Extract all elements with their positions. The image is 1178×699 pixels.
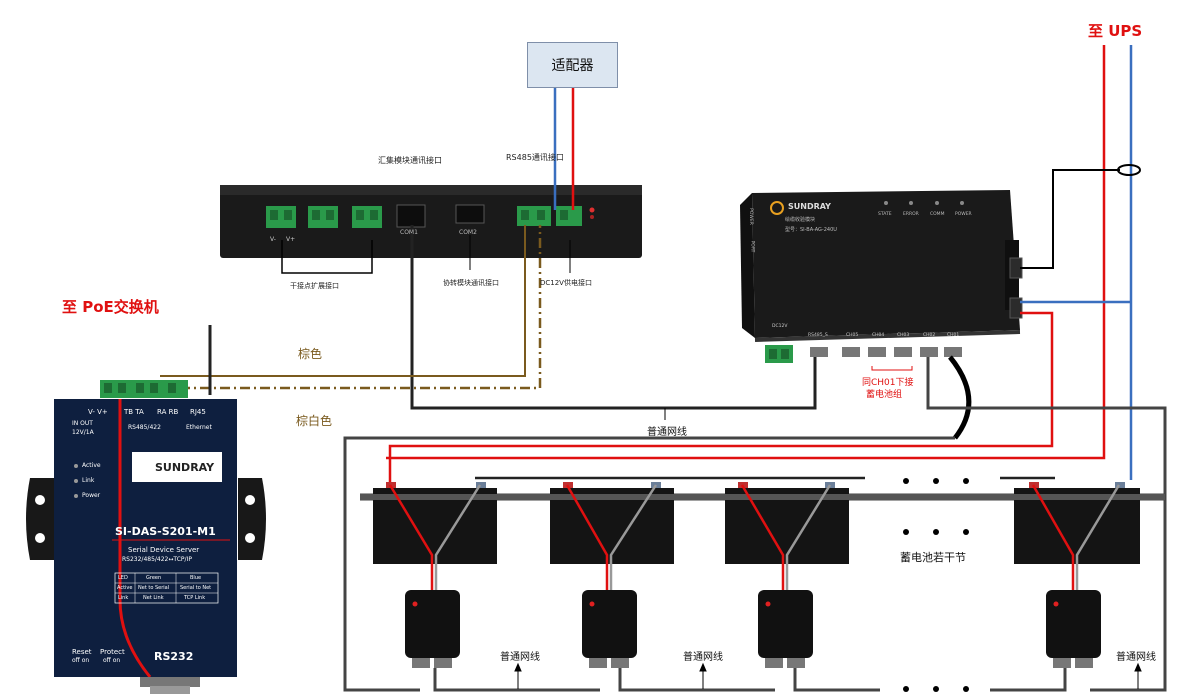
to-ups-label: 至 UPS — [1088, 22, 1143, 40]
led-error: ERROR — [903, 212, 919, 217]
server-sub-1: IN OUT — [72, 420, 93, 427]
server-led-active: Active — [82, 462, 101, 469]
module-model: 型号：SI-BA-AG-240U — [785, 227, 837, 233]
battery-group — [360, 482, 1165, 564]
sundray-module — [740, 190, 1023, 363]
server-led-power: Power — [82, 492, 101, 499]
server-led-link: Link — [82, 477, 95, 484]
serial-device-server — [26, 380, 266, 694]
server-table-r0c1: Green — [146, 575, 162, 581]
server-table-r2c2: TCP Link — [184, 595, 206, 601]
to-poe-label: 至 PoE交换机 — [62, 298, 159, 316]
ch-note-line2: 蓄电池组 — [866, 390, 903, 400]
network-cable-label-3: 普通网线 — [1116, 652, 1156, 663]
rs485-port-label: RS485通讯接口 — [506, 153, 564, 162]
dc12v-terminal — [556, 206, 582, 226]
port-ch03: CH03 — [897, 333, 910, 338]
com2-label: COM2 — [459, 229, 477, 236]
server-top-4: RJ45 — [190, 408, 206, 416]
server-top-1: V- V+ — [88, 408, 108, 416]
server-sub-3: RS485/422 — [128, 424, 161, 431]
port-ch04: CH04 — [872, 333, 885, 338]
adapter-box: 适配器 — [527, 42, 618, 88]
server-table-r1c2: Serial to Net — [180, 585, 212, 591]
server-model: SI-DAS-S201-M1 — [115, 525, 216, 538]
wire-brown-white-label: 棕白色 — [296, 414, 333, 428]
module-name: 绘缆收验模块 — [785, 217, 816, 223]
vp-label: V+ — [286, 236, 296, 243]
dc12v-port-label: DC12V供电接口 — [540, 279, 592, 287]
server-desc2: RS232/485/422↔TCP/IP — [122, 556, 192, 563]
server-table-r0c0: LED — [118, 575, 128, 581]
led-power: POWER — [955, 212, 972, 217]
server-rs232: RS232 — [154, 650, 194, 663]
network-cable-label-1: 普通网线 — [500, 652, 540, 663]
adapter-label: 适配器 — [551, 58, 594, 74]
com2-port — [455, 204, 485, 224]
collector-device — [220, 185, 642, 258]
protocol-port-label: 协转模块通讯接口 — [443, 279, 499, 287]
module-side-port: PORT — [749, 240, 755, 253]
server-protect-sub: off on — [103, 657, 121, 664]
led-comm: COMM — [930, 212, 945, 217]
server-sub-4: Ethernet — [186, 424, 212, 431]
network-cable-label-top: 普通网线 — [647, 427, 687, 438]
vm-label: V- — [270, 236, 276, 243]
com1-port — [396, 204, 426, 228]
server-top-2: TB TA — [124, 408, 144, 416]
module-dc: DC12V — [772, 324, 788, 329]
server-protect: Protect — [100, 648, 125, 656]
module-brand: SUNDRAY — [788, 202, 831, 211]
network-cable-label-2: 普通网线 — [683, 652, 723, 663]
wire-brown-label: 棕色 — [298, 347, 323, 361]
aggregate-port-label: 汇集模块通讯接口 — [378, 156, 442, 165]
port-ch02: CH02 — [923, 333, 936, 338]
com1-label: COM1 — [400, 229, 418, 236]
ch-note-line1: 同CH01下接 — [862, 378, 914, 388]
server-table-r1c0: Active — [117, 585, 133, 591]
port-rs485: RS485_S — [808, 333, 828, 338]
server-brand: SUNDRAY — [155, 461, 215, 474]
server-table-r2c1: Net Link — [143, 595, 164, 601]
led-state: STATE — [878, 212, 892, 217]
dry-contact-label: 干接点扩展接口 — [290, 282, 339, 290]
server-table-r0c2: Blue — [190, 575, 202, 581]
port-ch01: CH01 — [947, 333, 960, 338]
dry-contact-terminals — [266, 206, 382, 228]
battery-sensors — [405, 590, 1101, 668]
port-ch05: CH05 — [846, 333, 859, 338]
server-reset: Reset — [72, 648, 92, 656]
server-table-r1c1: Net to Serial — [138, 585, 170, 591]
server-top-3: RA RB — [157, 408, 179, 416]
battery-note: 蓄电池若干节 — [900, 551, 966, 564]
server-desc1: Serial Device Server — [128, 546, 200, 554]
ellipsis-dots — [903, 478, 969, 692]
server-table-r2c0: Link — [118, 595, 129, 601]
server-reset-sub: off on — [72, 657, 90, 664]
rs485-terminal — [517, 206, 551, 226]
module-side-power: POWER — [747, 208, 753, 225]
server-sub-2: 12V/1A — [72, 429, 94, 436]
